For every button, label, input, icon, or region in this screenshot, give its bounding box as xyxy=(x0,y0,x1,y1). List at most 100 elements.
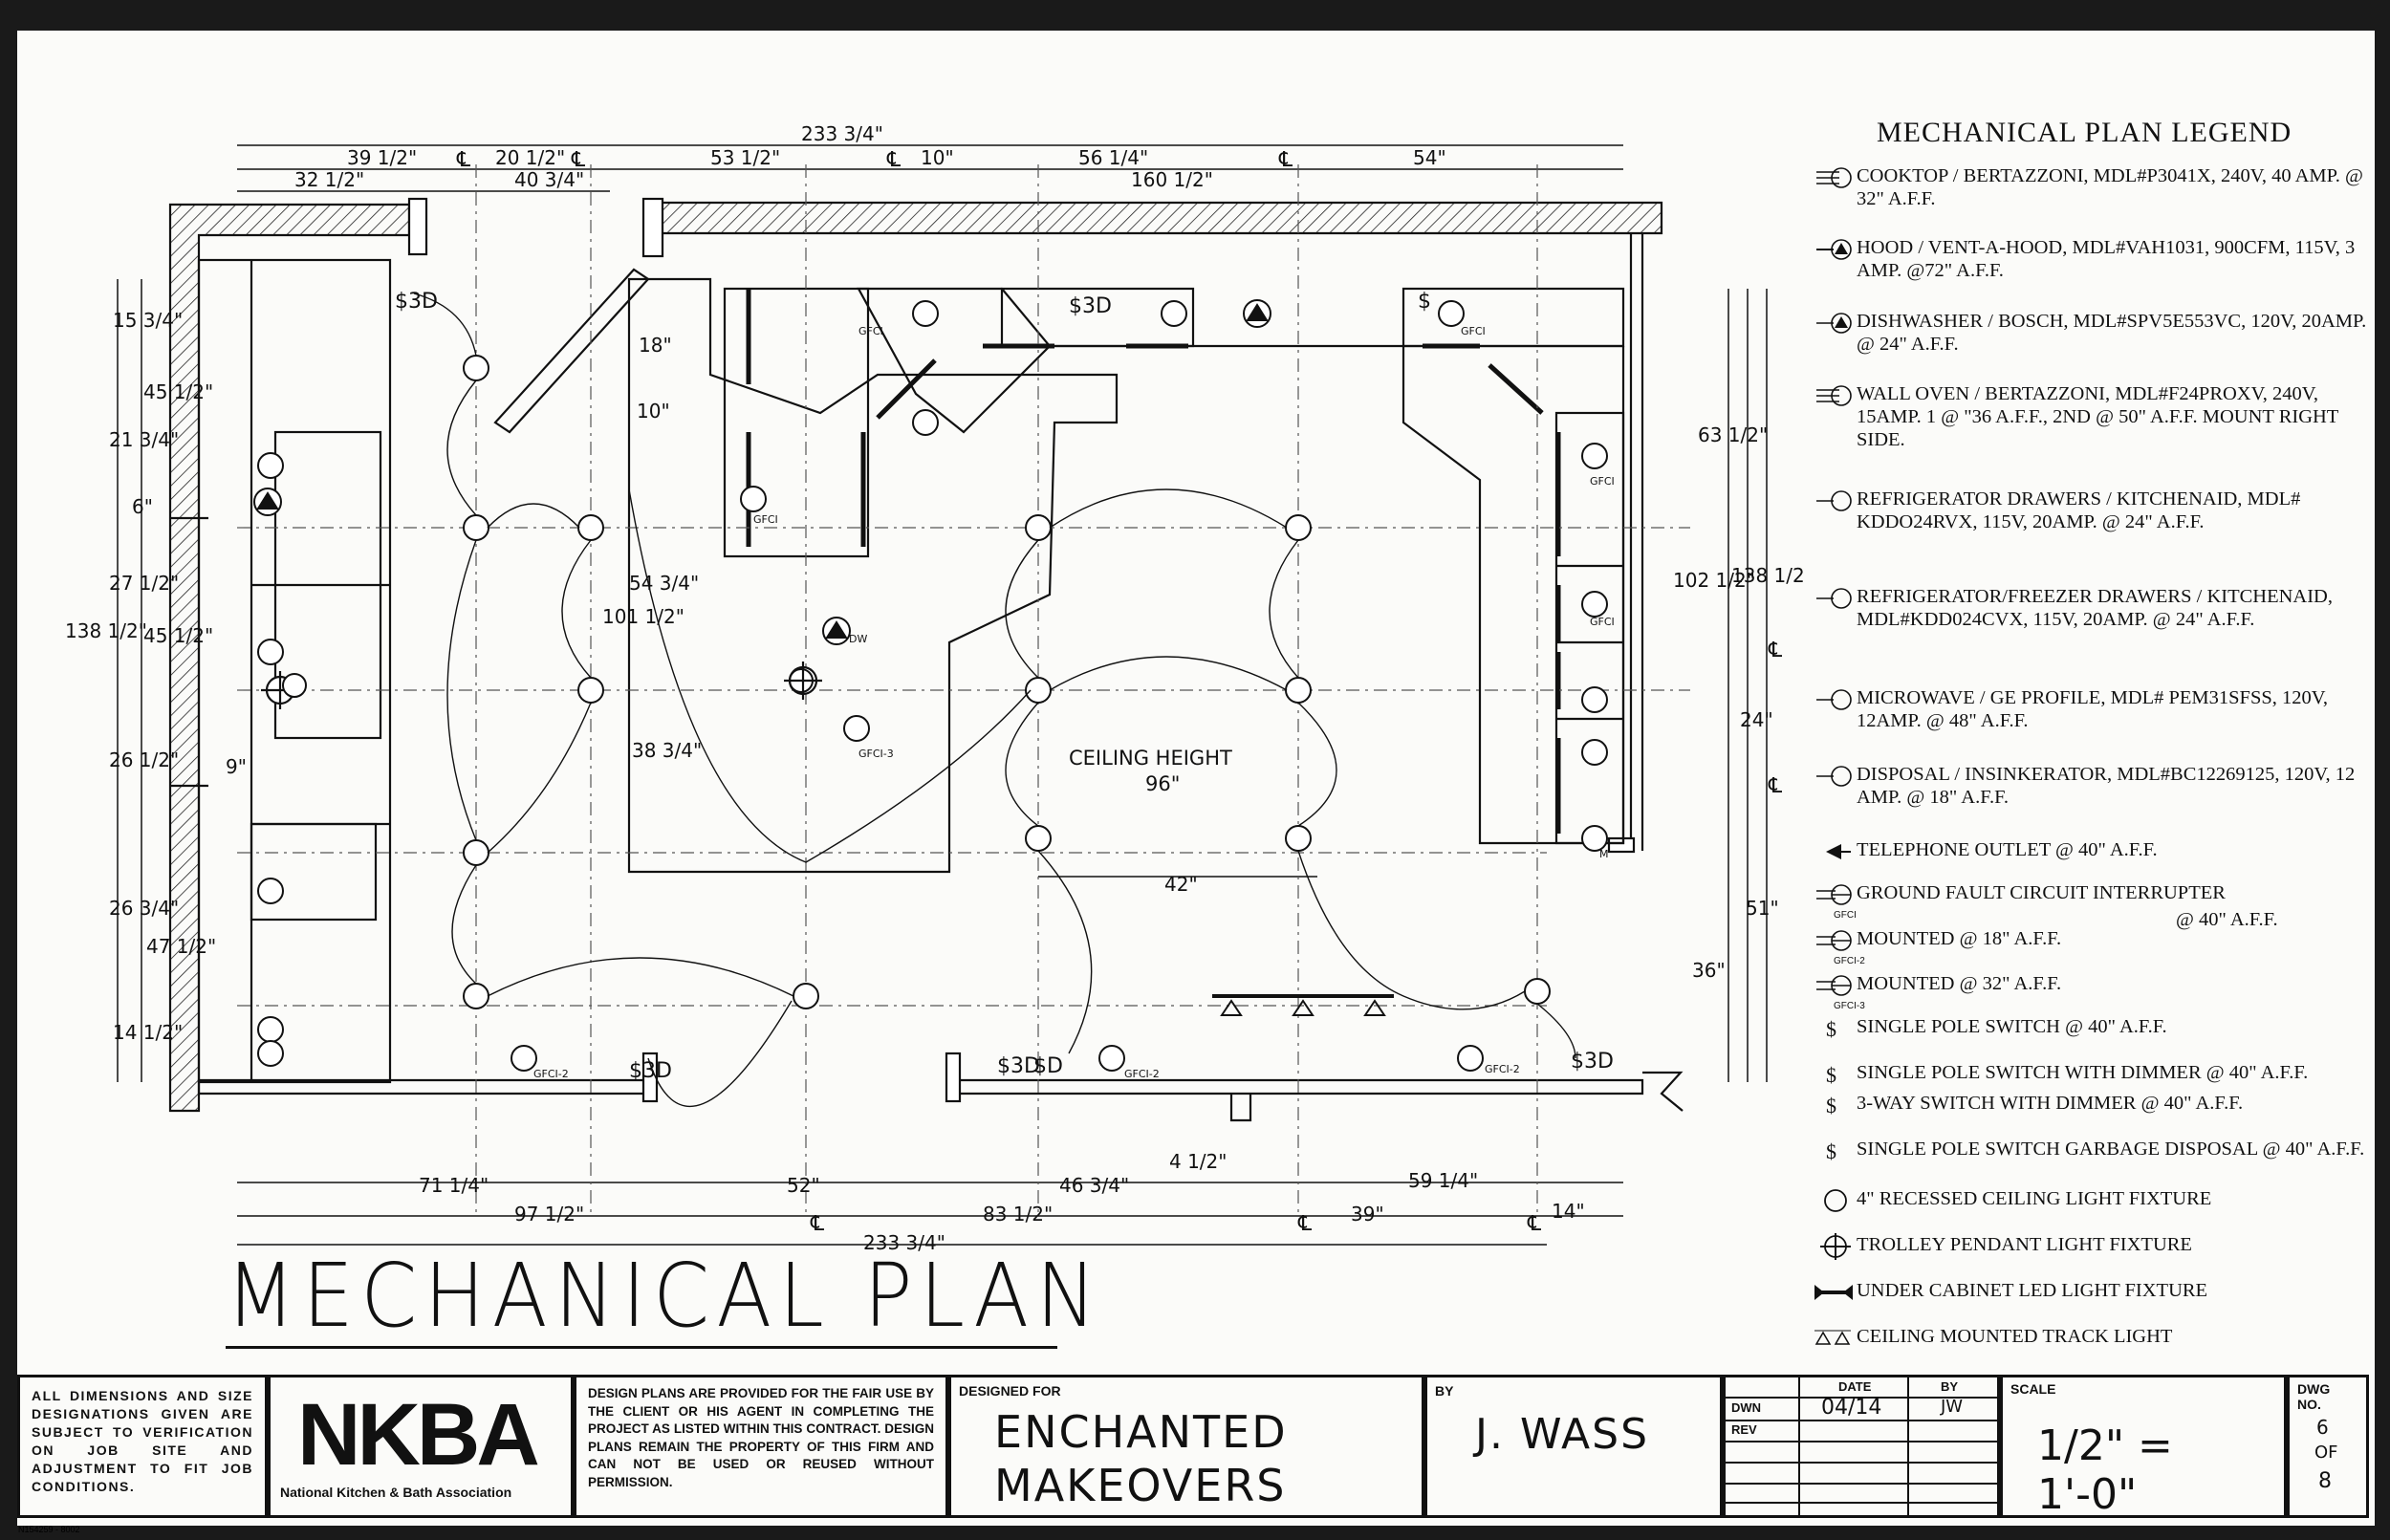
ceiling-height-value: 96" xyxy=(1145,772,1180,795)
left-wall-post xyxy=(407,197,428,256)
plan-title: MECHANICAL PLAN xyxy=(226,1245,1104,1347)
track-light xyxy=(1212,994,1394,1016)
dim-island-c: 54 3/4" xyxy=(629,572,699,595)
dwg-total: 8 xyxy=(2318,1469,2332,1493)
dim-left-g: 26 1/2" xyxy=(109,748,179,771)
legend-item-text: SINGLE POLE SWITCH @ 40" A.F.F. xyxy=(1857,1016,2167,1037)
pendant-light-icon xyxy=(1813,1233,1855,1262)
dim-right-a: 63 1/2" xyxy=(1698,423,1768,446)
legend-gfci-subtag: GFCI xyxy=(1834,910,1857,921)
dim-left-f: 45 1/2" xyxy=(143,624,213,647)
telephone-icon xyxy=(1813,838,1855,867)
switch-tag-2: $3D xyxy=(1069,294,1112,318)
gfci-tag-4: GFCI xyxy=(1590,616,1615,628)
top-wall-post xyxy=(641,197,664,258)
disclaimer-text: ALL DIMENSIONS AND SIZE DESIGNATIONS GIV… xyxy=(32,1388,253,1494)
switch-dimmer-icon: $ xyxy=(1813,1061,1855,1090)
date-value: 04/14 xyxy=(1821,1396,1882,1420)
switch-tag-3: $ xyxy=(1418,290,1431,314)
bottom-wall-step xyxy=(1229,1094,1252,1122)
dwn-label: DWN xyxy=(1731,1400,1762,1415)
designed-for-label: DESIGNED FOR xyxy=(959,1383,1061,1399)
gfci-receptacles xyxy=(257,300,1608,1072)
cl-mark-9: ℄ xyxy=(1527,1212,1542,1236)
dim-top-c: 53 1/2" xyxy=(710,146,780,169)
legend-item-text: REFRIGERATOR/FREEZER DRAWERS / KITCHENAI… xyxy=(1857,586,2333,630)
switch-tag-5: $3D xyxy=(997,1054,1040,1078)
scale-value: 1/2" = 1'-0" xyxy=(2037,1421,2173,1519)
dim-left-h: 9" xyxy=(226,755,247,778)
dim-left-j: 47 1/2" xyxy=(146,935,216,958)
gfci-3-icon xyxy=(1813,972,1855,1001)
dim-left-i: 26 3/4" xyxy=(109,897,179,920)
title-block-by: BY J. WASS xyxy=(1424,1375,1723,1518)
legend-item-text: UNDER CABINET LED LIGHT FIXTURE xyxy=(1857,1280,2208,1301)
legend-item-text: DISPOSAL / INSINKERATOR, MDL#BC12269125,… xyxy=(1857,764,2356,808)
title-block-rights: DESIGN PLANS ARE PROVIDED FOR THE FAIR U… xyxy=(574,1375,948,1518)
ceiling-height-label: CEILING HEIGHT xyxy=(1069,747,1232,770)
island-outline xyxy=(627,277,1119,874)
legend-title: MECHANICAL PLAN LEGEND xyxy=(1877,117,2292,148)
gfci-2-icon xyxy=(1813,927,1855,956)
refrigerator-icon xyxy=(1813,488,1855,516)
bottom-wall-break xyxy=(1642,1071,1684,1112)
by-label: BY xyxy=(1435,1383,1454,1399)
dim-bottom-a: 71 1/4" xyxy=(419,1174,489,1197)
dim-bottom-overall: 233 3/4" xyxy=(863,1231,945,1254)
switch-disposal-icon: $ xyxy=(1813,1138,1855,1166)
legend-item-text: MOUNTED @ 18" A.F.F. xyxy=(1857,928,2062,949)
title-block-dwg: DWG NO. 6 OF 8 xyxy=(2287,1375,2369,1518)
cl-mark-3: ℄ xyxy=(886,148,902,172)
dim-island-b: 10" xyxy=(637,400,670,423)
cl-mark-2: ℄ xyxy=(571,148,586,172)
dim-bottom-d: 4 1/2" xyxy=(1169,1150,1227,1173)
title-block-logo: NKBA National Kitchen & Bath Association xyxy=(268,1375,574,1518)
cl-mark-8: ℄ xyxy=(1297,1212,1313,1236)
dim-left-e: 27 1/2" xyxy=(109,572,179,595)
gfci-tag-2: GFCI xyxy=(1461,325,1486,337)
dim-top-f: 54" xyxy=(1413,146,1446,169)
dim-top-i: 160 1/2" xyxy=(1131,168,1213,191)
led-light-icon xyxy=(1813,1279,1855,1308)
cl-mark-6: ℄ xyxy=(1768,774,1783,798)
top-cabinet-right xyxy=(1401,287,1625,348)
left-wall xyxy=(168,203,411,1113)
dim-island-e: 38 3/4" xyxy=(632,739,702,762)
dim-left-a: 15 3/4" xyxy=(113,309,183,332)
dim-bottom-b: 52" xyxy=(787,1174,820,1197)
cl-mark-1: ℄ xyxy=(456,148,471,172)
recessed-light-icon xyxy=(1813,1187,1855,1216)
dim-top-a: 39 1/2" xyxy=(347,146,417,169)
dim-right-e: 51" xyxy=(1746,897,1779,920)
dim-bottom-i: 14" xyxy=(1552,1200,1585,1223)
switch-tag-1: $3D xyxy=(395,290,438,314)
dim-island-d: 101 1/2" xyxy=(602,605,684,628)
dim-mid-42: 42" xyxy=(1164,873,1198,896)
designed-for-line1: ENCHANTED xyxy=(994,1406,1288,1458)
dim-top-g: 32 1/2" xyxy=(294,168,364,191)
dim-top-d: 10" xyxy=(921,146,954,169)
dim-bottom-h: 39" xyxy=(1351,1203,1384,1225)
dim-right-f: 36" xyxy=(1692,959,1726,982)
top-wall xyxy=(646,201,1663,235)
led-fixtures xyxy=(746,289,1561,834)
legend-gfci-height: @ 40" A.F.F. xyxy=(2176,909,2278,930)
disposal-icon xyxy=(1813,763,1855,792)
rev-label: REV xyxy=(1731,1422,1757,1437)
dwg-number: 6 xyxy=(2316,1416,2329,1439)
by-value: J. WASS xyxy=(1475,1410,1650,1459)
dim-top-h: 40 3/4" xyxy=(514,168,584,191)
of-label: OF xyxy=(2314,1442,2338,1463)
track-light-icon xyxy=(1813,1325,1855,1354)
by2-label: BY xyxy=(1941,1379,1959,1394)
gfci-tag-8: GFCI-2 xyxy=(1124,1068,1160,1080)
switch-tag-4: $3D xyxy=(629,1059,672,1083)
dim-right-d: 24" xyxy=(1740,708,1773,731)
dim-right-c: 138 1/2" xyxy=(1731,564,1805,587)
drawing-sheet: 233 3/4" 39 1/2" 20 1/2" 53 1/2" 10" 56 … xyxy=(17,31,2375,1534)
dim-bottom-g: 83 1/2" xyxy=(983,1203,1053,1225)
floor-plan: 233 3/4" 39 1/2" 20 1/2" 53 1/2" 10" 56 … xyxy=(65,122,1805,1254)
switch-3way-icon: $ xyxy=(1813,1092,1855,1120)
right-wall-end xyxy=(1607,836,1636,854)
gfci-tag-9: GFCI-2 xyxy=(1485,1063,1520,1075)
